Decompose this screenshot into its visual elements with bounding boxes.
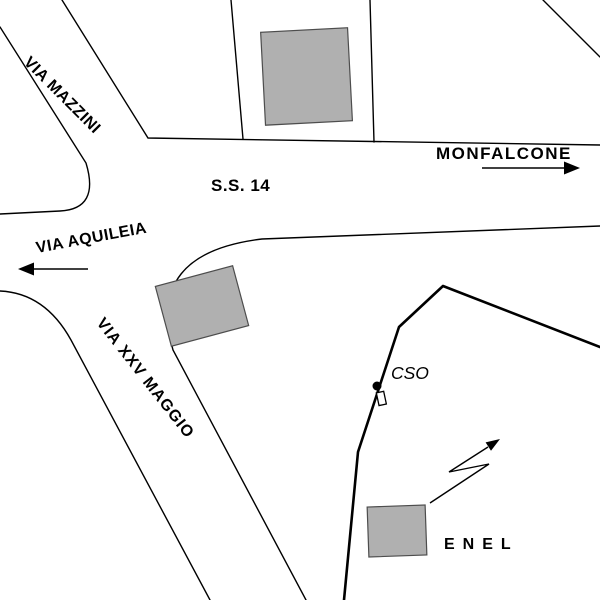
- road-topright-corner-edge: [542, 0, 600, 58]
- enel-zigzag-arrow: [429, 439, 500, 504]
- label-monfalcone: MONFALCONE: [436, 144, 572, 163]
- monfalcone-arrowhead-icon: [564, 161, 580, 175]
- enel-zigzag-arrowhead-icon: [485, 439, 500, 451]
- cso-marker: [372, 381, 388, 407]
- cso-marker-box: [375, 390, 388, 407]
- label-ss14: S.S. 14: [211, 176, 270, 195]
- label-via-aquileia: VIA AQUILEIA: [35, 220, 149, 257]
- buildings: [154, 27, 428, 558]
- label-enel: ENEL: [444, 536, 519, 553]
- enel-zigzag-arrow-line: [429, 446, 490, 504]
- aquileia-arrowhead-icon: [18, 262, 34, 276]
- building-center: [154, 264, 250, 348]
- cso-marker-dot: [372, 381, 382, 391]
- road-via-mazzini-west-edge: [0, 26, 91, 215]
- building-north: [260, 27, 354, 126]
- road-side-street-east-edge: [369, 0, 375, 143]
- aquileia-arrow: [18, 262, 88, 276]
- building-enel: [366, 504, 428, 558]
- road-aquileia-south-xxv-maggio-west-edge: [0, 290, 211, 600]
- enel-boundary: [342, 284, 600, 600]
- label-cso: CSO: [391, 363, 429, 383]
- road-ss14-north-edge: [61, 0, 600, 146]
- road-side-street-west-edge: [230, 0, 244, 140]
- monfalcone-arrow: [482, 161, 580, 175]
